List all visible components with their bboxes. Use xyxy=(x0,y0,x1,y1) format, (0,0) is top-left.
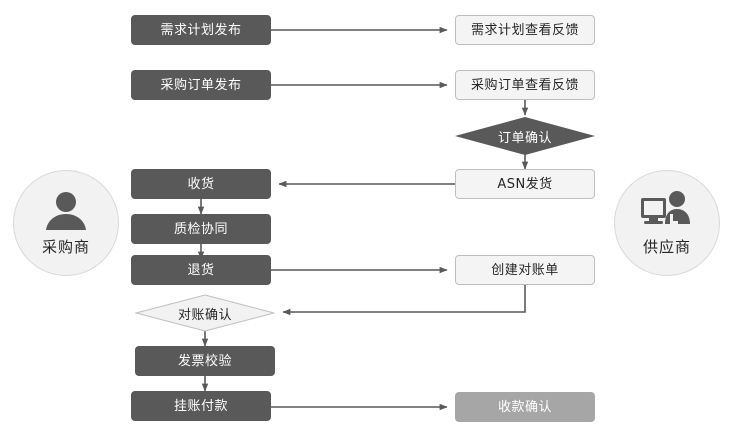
node-label: 创建对账单 xyxy=(491,262,559,278)
node-label: 对账确认 xyxy=(177,307,232,323)
node-label: 需求计划发布 xyxy=(160,22,242,38)
node-label: 采购订单查看反馈 xyxy=(470,77,579,93)
node-quality-collaboration[interactable]: 质检协同 xyxy=(131,214,271,244)
actor-buyer-label: 采购商 xyxy=(41,237,90,256)
node-label: 采购订单发布 xyxy=(160,77,242,93)
node-label: 收货 xyxy=(187,176,215,192)
node-reconciliation-confirm[interactable]: 对账确认 xyxy=(135,294,275,332)
person-at-computer-icon xyxy=(640,190,694,234)
node-demand-plan-view-feedback[interactable]: 需求计划查看反馈 xyxy=(455,15,595,45)
node-label: ASN发货 xyxy=(497,176,553,192)
node-label: 收款确认 xyxy=(497,399,552,415)
node-invoice-verify[interactable]: 发票校验 xyxy=(135,346,275,376)
node-asn-shipment[interactable]: ASN发货 xyxy=(455,169,595,199)
connector-sheet-to-reconfirm xyxy=(282,285,526,316)
person-silhouette-icon xyxy=(43,190,89,234)
node-label: 发票校验 xyxy=(177,353,232,369)
node-return-goods[interactable]: 退货 xyxy=(131,255,271,285)
node-pending-payment[interactable]: 挂账付款 xyxy=(131,391,271,421)
node-label: 订单确认 xyxy=(497,130,552,146)
node-purchase-order-view-feedback[interactable]: 采购订单查看反馈 xyxy=(455,70,595,100)
node-order-confirm[interactable]: 订单确认 xyxy=(455,117,595,155)
node-label: 挂账付款 xyxy=(173,398,228,414)
node-label: 质检协同 xyxy=(173,221,228,237)
node-label: 退货 xyxy=(187,262,215,278)
node-goods-receipt[interactable]: 收货 xyxy=(131,169,271,199)
node-receipt-confirm[interactable]: 收款确认 xyxy=(455,392,595,422)
actor-buyer[interactable]: 采购商 xyxy=(13,170,119,276)
node-label: 需求计划查看反馈 xyxy=(470,22,579,38)
actor-supplier[interactable]: 供应商 xyxy=(614,170,720,276)
node-create-reconciliation-sheet[interactable]: 创建对账单 xyxy=(455,255,595,285)
node-demand-plan-publish[interactable]: 需求计划发布 xyxy=(131,15,271,45)
node-purchase-order-publish[interactable]: 采购订单发布 xyxy=(131,70,271,100)
actor-supplier-label: 供应商 xyxy=(642,237,691,256)
